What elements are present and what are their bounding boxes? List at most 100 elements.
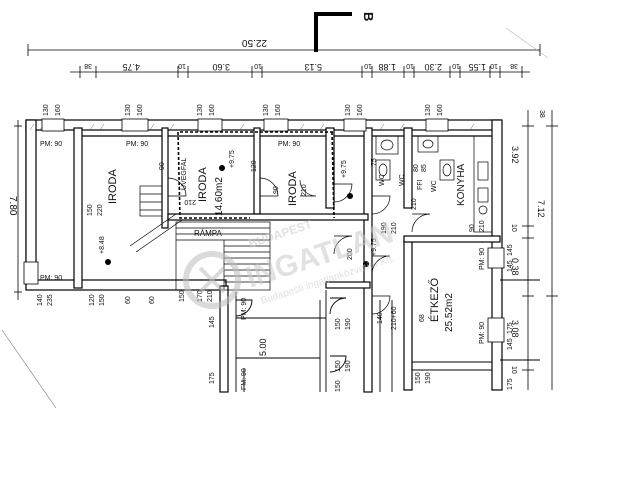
window-label: 130 (43, 104, 50, 116)
room-name: IRODA (107, 169, 119, 205)
right-dim: 3.92 (510, 146, 520, 164)
top-dim-7: 1.88 (378, 62, 396, 72)
right-dimension-chain (522, 110, 558, 390)
stair (129, 185, 271, 291)
right-dim: 3.08 (510, 320, 520, 338)
dim-label: 5.00 (258, 338, 268, 356)
right-dimension-labels: 38 3.92 7.12 10 0.38 3.08 10 (510, 110, 546, 374)
dim-label: 140 (377, 312, 384, 324)
window-size-labels: 130 160 130 160 130 160 130 160 130 160 … (43, 104, 444, 116)
dim-label: 190 (425, 372, 432, 384)
dim-label: 120 (89, 294, 96, 306)
room-labels: IRODA IRODA 14.60m2 IRODA KONYHA ÉTKEZŐ … (107, 163, 467, 332)
window-label: 160 (137, 104, 144, 116)
dim-label: 190 (345, 360, 352, 372)
section-marker: B (314, 12, 376, 52)
dim-label: 80 (413, 164, 420, 172)
room-name: IRODA (197, 167, 209, 203)
top-dim-6: 10 (364, 62, 372, 69)
room-name: ÉTKEZŐ (427, 278, 441, 322)
dim-label: 210 (207, 290, 214, 302)
top-dimension-overall (27, 27, 549, 59)
dim-label: 210 (411, 198, 418, 210)
dim-label: 150 (335, 380, 342, 392)
top-dim-3: 3.60 (212, 62, 230, 72)
top-dimension-chain (70, 66, 530, 78)
doors (167, 177, 431, 315)
window-label: 130 (425, 104, 432, 116)
pm-label: PM: 90 (126, 141, 148, 148)
pm-label: PM: 90 (479, 322, 486, 344)
dim-label: 175 (209, 372, 216, 384)
top-dim-2: 10 (178, 62, 186, 69)
level-label: +9.75 (371, 238, 378, 256)
top-dim-5: 5.13 (304, 62, 322, 72)
top-dim-4: 10 (254, 62, 262, 69)
window-label: 160 (275, 104, 282, 116)
dim-label: 145 (507, 338, 514, 350)
window-label: 160 (357, 104, 364, 116)
wc-label: WC (379, 174, 386, 186)
dim-label: 150 (179, 290, 186, 302)
dim-label: 150 (99, 294, 106, 306)
dim-label: 210+60 (391, 306, 398, 330)
dim-label: 235 (47, 294, 54, 306)
section-marker-label: B (361, 12, 376, 21)
top-dim-8: 10 (406, 62, 414, 69)
pm-label: PM: 90 (479, 248, 486, 270)
dim-label: 150 (335, 360, 342, 372)
right-dim: 38 (538, 110, 545, 118)
top-dim-0: 38 (84, 62, 92, 69)
right-dim: 10 (510, 224, 517, 232)
window-label: 130 (197, 104, 204, 116)
dim-label: 210 (391, 222, 398, 234)
dim-label: 190 (381, 222, 388, 234)
dim-label: 220 (97, 204, 104, 216)
wc-label: WC (399, 174, 406, 186)
left-dim: 7.80 (7, 196, 18, 216)
windows (23, 118, 505, 343)
room-area: 14.60m2 (214, 177, 225, 216)
dim-label: 68 (419, 314, 426, 322)
dim-label: 60 (125, 296, 132, 304)
wc-label: WC (431, 180, 438, 192)
room-name: KONYHA (456, 163, 467, 206)
top-dim-11: 1.55 (468, 62, 486, 72)
top-dim-12: 10 (490, 62, 498, 69)
window-label: 160 (55, 104, 62, 116)
right-dim: 10 (510, 366, 517, 374)
window-label: 130 (125, 104, 132, 116)
dim-label: 175 (507, 322, 514, 334)
top-dim-13: 38 (510, 62, 518, 69)
top-dim-10: 10 (452, 62, 460, 69)
fm-label: FM: 90 (241, 368, 248, 390)
dim-label: 90 (273, 186, 280, 194)
dim-label: 145 (507, 260, 514, 272)
dim-label: 210 (479, 220, 486, 232)
window-label: 160 (437, 104, 444, 116)
level-markers (105, 165, 369, 267)
dim-label: 145 (507, 244, 514, 256)
dim-label: 150 (415, 372, 422, 384)
dim-label: 145 (209, 316, 216, 328)
dim-label: 120 (251, 160, 258, 172)
dim-label: 150 (335, 318, 342, 330)
level-label: +8.48 (99, 236, 106, 254)
top-dimension-labels: 38 4.75 10 3.60 10 5.13 10 1.88 10 2.30 … (84, 62, 518, 72)
dim-label: 175 (507, 378, 514, 390)
window-label: 130 (345, 104, 352, 116)
top-dim-9: 2.30 (424, 62, 442, 72)
left-dimension (1, 120, 57, 409)
pm-label: PM: 90 (241, 298, 248, 320)
dim-label: 85 (421, 164, 428, 172)
dim-label: 210 (184, 198, 196, 205)
window-label: 160 (209, 104, 216, 116)
pm-label: PM: 90 (40, 141, 62, 148)
room-area: 25.52m2 (444, 293, 455, 332)
ffi-label: FFI (417, 179, 424, 190)
top-dim-1: 4.75 (122, 62, 140, 72)
right-dim: 7.12 (536, 200, 546, 218)
lower-walls (235, 279, 540, 392)
dim-label: 140 (37, 294, 44, 306)
